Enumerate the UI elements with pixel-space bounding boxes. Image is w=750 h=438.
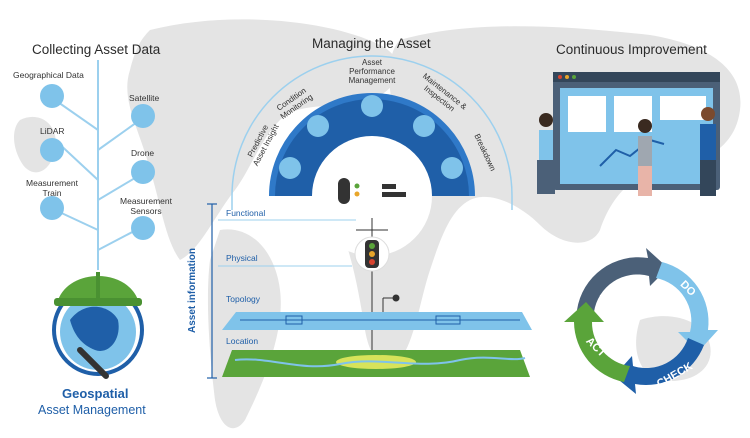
managing-arc <box>231 55 513 256</box>
source-label-geographical: Geographical Data <box>13 70 84 80</box>
source-label-sensors: Measurement Sensors <box>120 196 172 216</box>
wrench-icon <box>77 347 109 379</box>
layer-label-location: Location <box>226 336 259 346</box>
dashboard-illustration <box>537 72 720 196</box>
collecting-title: Collecting Asset Data <box>32 42 161 57</box>
lidar-icon <box>40 138 64 162</box>
brand-line2: Asset Management <box>38 403 146 417</box>
asset-info-axis-label: Asset information <box>187 247 199 334</box>
layer-label-topology: Topology <box>226 294 261 304</box>
bars-icon <box>382 184 396 189</box>
tools-icon <box>413 115 435 137</box>
layer-label-physical: Physical <box>226 253 258 263</box>
switch-icon <box>338 178 350 204</box>
pdca-act-arrow <box>564 302 630 382</box>
pdca-do-arrow <box>656 262 718 352</box>
asset-info-axis <box>207 203 217 379</box>
collecting-tree-lines <box>54 60 141 270</box>
traffic-light-icon <box>354 236 390 272</box>
topology-plane <box>222 312 532 330</box>
insight-icon <box>279 157 301 179</box>
source-label-train: Measurement Train <box>26 178 78 198</box>
geospatial-logo <box>52 272 144 379</box>
arc-label-performance: Asset Performance Management <box>348 58 396 85</box>
drone-icon <box>131 160 155 184</box>
pdca-check-arrow <box>614 338 704 394</box>
sensor-icon <box>131 216 155 240</box>
performance-icon <box>361 95 383 117</box>
improvement-title: Continuous Improvement <box>556 42 707 57</box>
source-icons <box>40 84 155 240</box>
brand-line1: Geospatial <box>62 386 129 401</box>
globe-icon <box>40 84 64 108</box>
layer-label-functional: Functional <box>226 208 266 218</box>
pdca-plan-arrow <box>577 248 668 312</box>
source-label-drone: Drone <box>131 148 155 158</box>
monitoring-icon <box>307 115 329 137</box>
source-label-lidar: LiDAR <box>40 126 65 136</box>
managing-title: Managing the Asset <box>312 36 431 51</box>
junction-icon <box>392 294 400 302</box>
source-label-satellite: Satellite <box>129 93 160 103</box>
breakdown-icon <box>441 157 463 179</box>
train-icon <box>40 196 64 220</box>
layer-guide-lines <box>218 219 356 267</box>
satellite-icon <box>131 104 155 128</box>
location-plane <box>222 350 530 377</box>
